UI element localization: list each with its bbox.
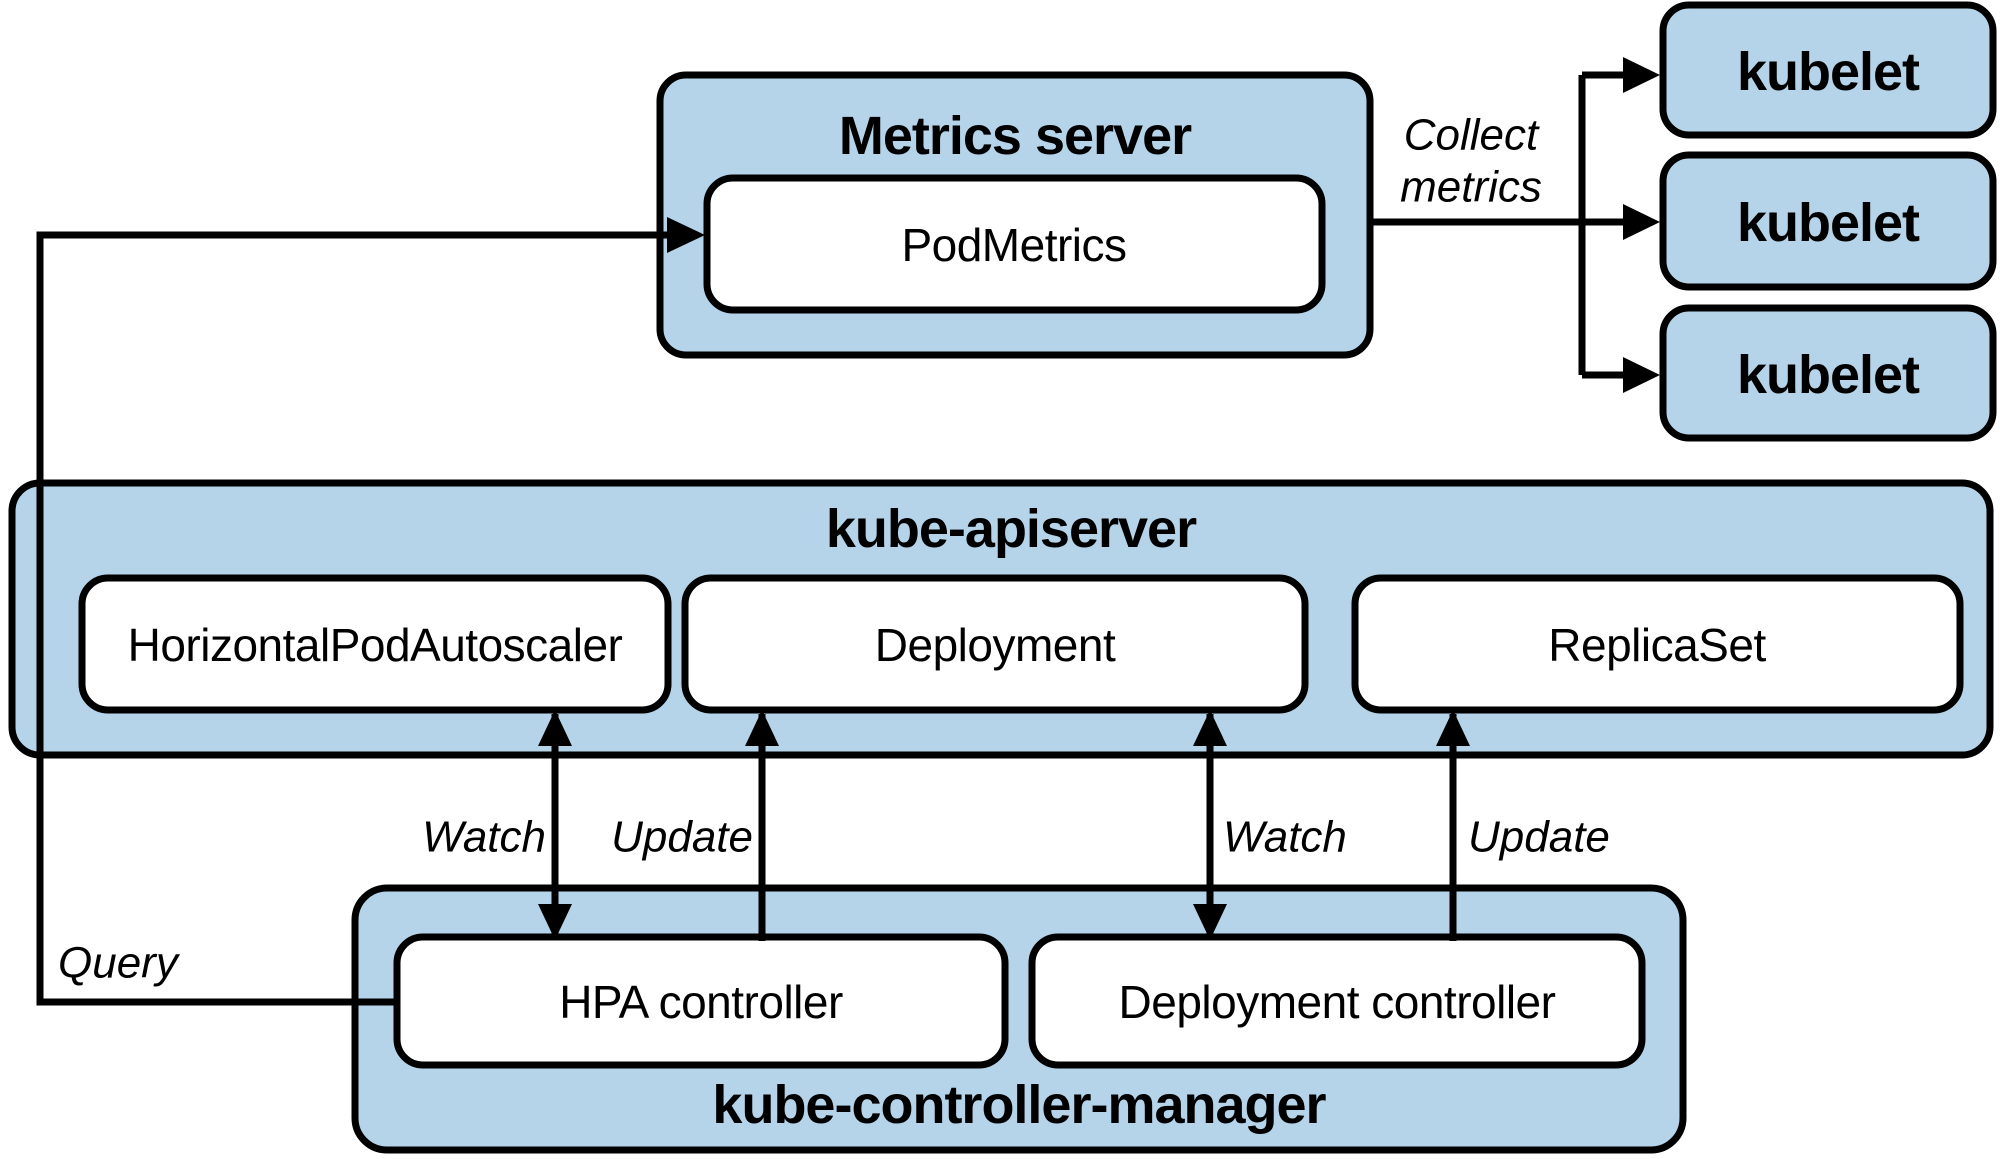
pod-metrics-box xyxy=(703,174,1326,314)
watch-right-label: Watch xyxy=(1223,812,1347,861)
collect-arrowhead-kubelet-1-icon xyxy=(1623,57,1660,93)
watch-left-label: Watch xyxy=(422,812,546,861)
replicaset-box xyxy=(1351,574,1964,714)
kubelet-3-box xyxy=(1659,304,1997,442)
collect-metrics-label-line1: Collect xyxy=(1404,110,1540,159)
update-left-arrowhead-up-icon xyxy=(745,710,779,746)
watch-left-arrowhead-down-icon xyxy=(538,904,572,940)
watch-right-arrowhead-up-icon xyxy=(1193,710,1227,746)
replicaset-label: ReplicaSet xyxy=(1548,619,1766,671)
update-right-label: Update xyxy=(1468,812,1610,861)
watch-left-arrowhead-up-icon xyxy=(538,710,572,746)
horizontal-pod-autoscaler-label: HorizontalPodAutoscaler xyxy=(128,619,623,671)
kubelet-2-box xyxy=(1659,151,1997,291)
watch-right-arrowhead-down-icon xyxy=(1193,904,1227,940)
edge-collect-metrics-line xyxy=(1370,71,1627,379)
horizontal-pod-autoscaler-box xyxy=(78,574,672,714)
deployment-label: Deployment xyxy=(875,619,1116,671)
hpa-controller-box xyxy=(393,933,1009,1069)
update-right-arrowhead-up-icon xyxy=(1436,710,1470,746)
kubelet-1-label: kubelet xyxy=(1737,42,1920,102)
collect-metrics-label-line2: metrics xyxy=(1400,162,1542,211)
kubelet-3-label: kubelet xyxy=(1737,345,1920,405)
collect-arrowhead-kubelet-2-icon xyxy=(1623,204,1660,240)
update-left-label: Update xyxy=(611,812,753,861)
metrics-server-label: Metrics server xyxy=(839,106,1192,166)
edge-query-line xyxy=(36,231,670,1006)
kubelet-1-box xyxy=(1659,1,1997,139)
deployment-box xyxy=(681,574,1309,714)
collect-arrowhead-kubelet-3-icon xyxy=(1623,357,1660,393)
kube-controller-manager-label: kube-controller-manager xyxy=(712,1075,1326,1135)
query-arrowhead-icon xyxy=(667,217,705,253)
kube-apiserver-label: kube-apiserver xyxy=(826,499,1197,559)
kubelet-2-label: kubelet xyxy=(1737,193,1920,253)
deployment-controller-box xyxy=(1028,933,1646,1069)
pod-metrics-label: PodMetrics xyxy=(901,219,1126,271)
query-label: Query xyxy=(58,938,181,987)
deployment-controller-label: Deployment controller xyxy=(1119,976,1556,1028)
hpa-controller-label: HPA controller xyxy=(559,976,843,1028)
